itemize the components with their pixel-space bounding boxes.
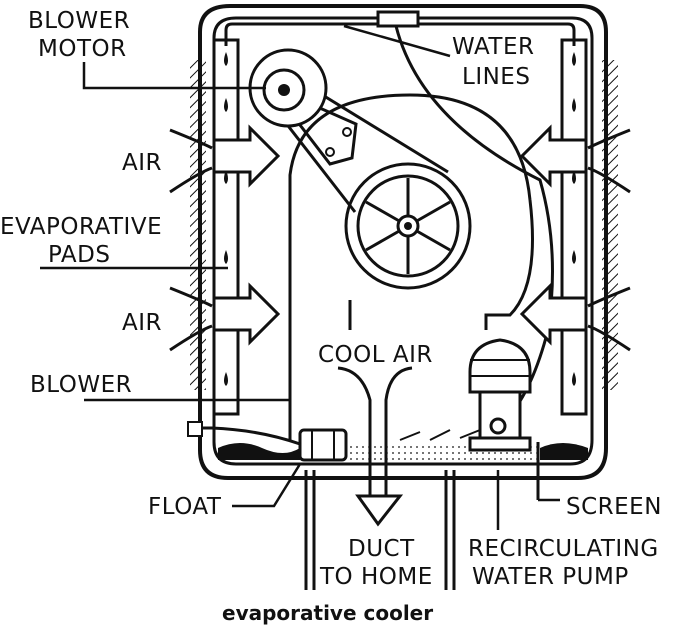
blower-wheel	[346, 164, 470, 288]
svg-text:WATER: WATER	[452, 34, 535, 60]
svg-text:TO HOME: TO HOME	[319, 564, 433, 590]
label-air-upper: AIR	[122, 150, 162, 176]
label-float: FLOAT	[148, 494, 222, 520]
left-pad-hatching	[190, 60, 206, 390]
water-drop-icon	[572, 52, 576, 66]
water-drop-icon	[572, 98, 576, 112]
svg-text:BLOWER: BLOWER	[28, 8, 130, 34]
right-evaporative-pad	[562, 40, 586, 414]
svg-text:DUCT: DUCT	[348, 536, 415, 562]
water-drop-icon	[572, 250, 576, 264]
recirculating-water-pump	[470, 340, 530, 450]
svg-text:WATER PUMP: WATER PUMP	[472, 564, 629, 590]
label-cool-air: COOL AIR	[318, 342, 433, 368]
label-screen: SCREEN	[566, 494, 662, 520]
svg-text:PADS: PADS	[48, 242, 110, 268]
svg-text:RECIRCULATING: RECIRCULATING	[468, 536, 659, 562]
label-air-lower: AIR	[122, 310, 162, 336]
figure-caption: evaporative cooler	[222, 601, 433, 625]
water-drop-icon	[224, 250, 228, 264]
label-water-lines: WATER LINES	[452, 34, 535, 90]
water-reservoir	[218, 430, 588, 460]
label-blower-motor: BLOWER MOTOR	[28, 8, 130, 62]
label-blower: BLOWER	[30, 372, 132, 398]
water-drop-icon	[224, 98, 228, 112]
svg-text:MOTOR: MOTOR	[38, 36, 127, 62]
water-drop-icon	[224, 372, 228, 386]
svg-text:LINES: LINES	[462, 64, 530, 90]
svg-text:EVAPORATIVE: EVAPORATIVE	[0, 214, 162, 240]
label-duct-to-home: DUCT TO HOME	[319, 536, 433, 590]
water-drop-icon	[224, 52, 228, 66]
label-evaporative-pads: EVAPORATIVE PADS	[0, 214, 162, 268]
label-recirculating-water-pump: RECIRCULATING WATER PUMP	[468, 536, 659, 590]
left-evaporative-pad	[214, 40, 238, 414]
water-drop-icon	[572, 372, 576, 386]
